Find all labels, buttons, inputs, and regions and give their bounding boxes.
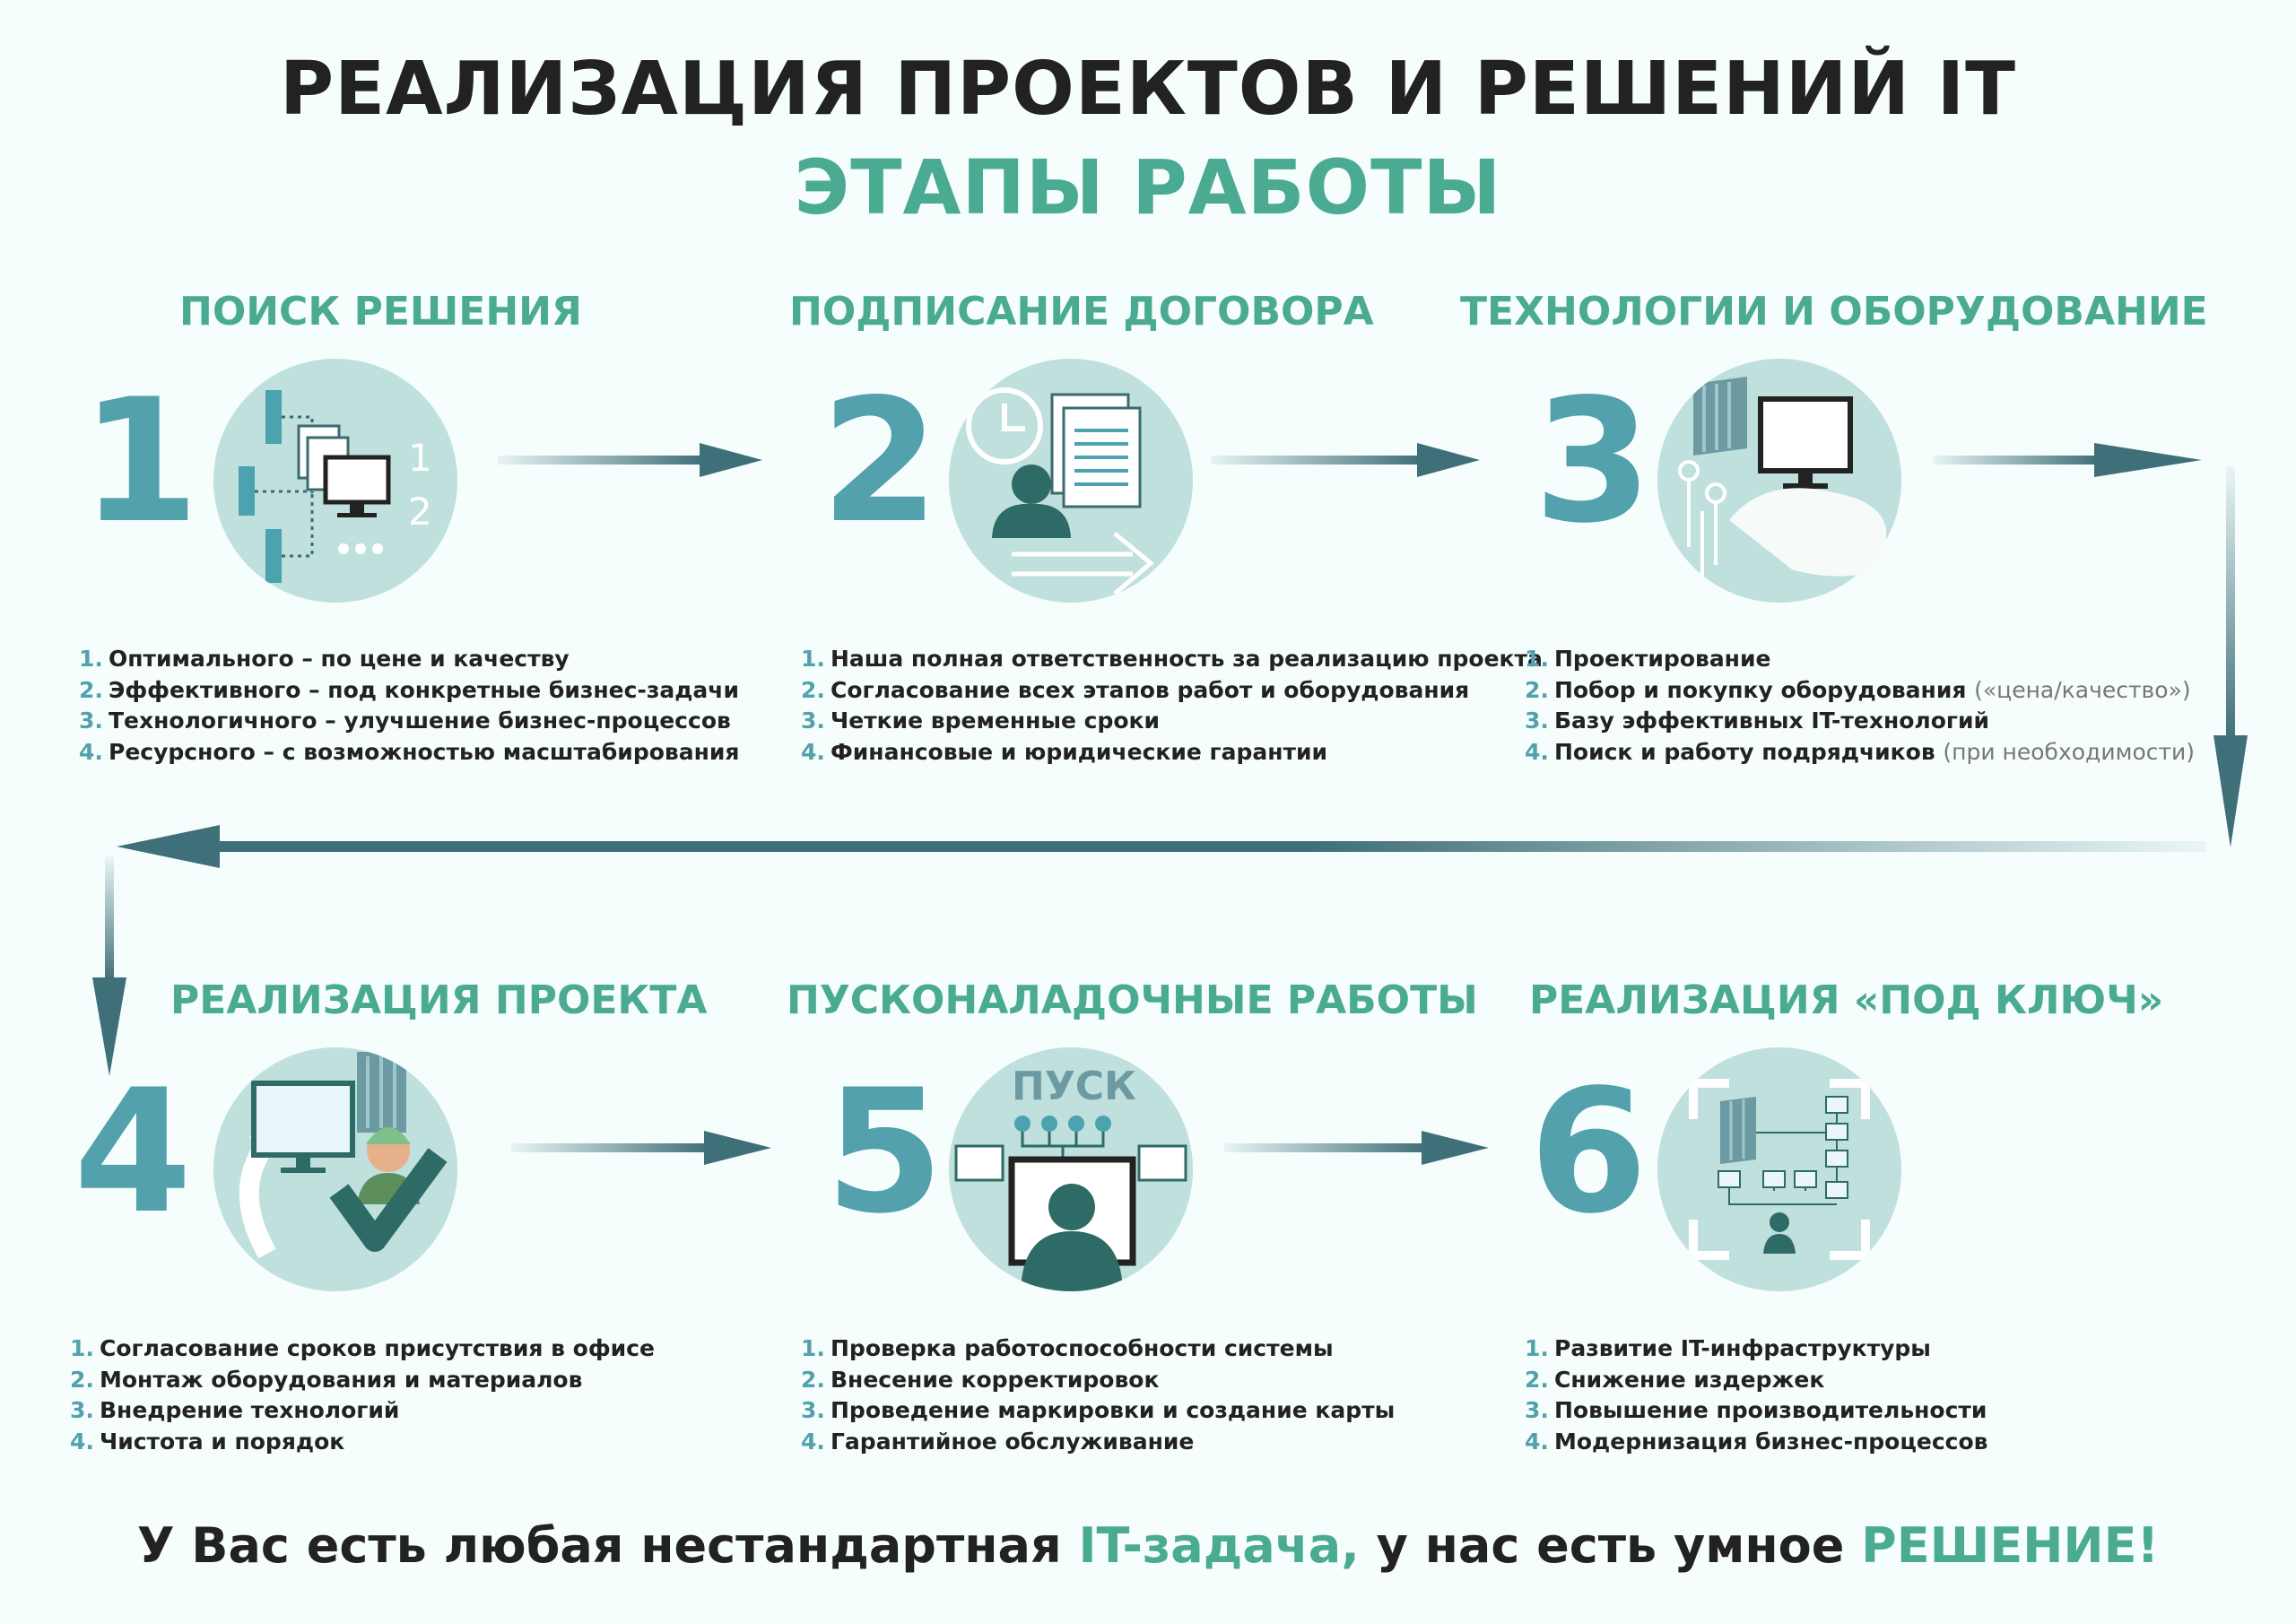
technology-equipment-icon (1657, 359, 1901, 603)
list-item: 4.Поиск и работу подрядчиков (при необхо… (1525, 738, 2196, 765)
arrow-down-left (92, 856, 126, 1076)
svg-text:2: 2 (408, 490, 432, 534)
commissioning-icon: ПУСК (949, 1047, 1193, 1291)
stage-5-list: 1.Проверка работоспособности системы 2.В… (801, 1333, 1395, 1457)
stage-2-number: 2 (821, 362, 940, 560)
list-item: 2.Монтаж оборудования и материалов (70, 1366, 583, 1393)
stage-6-title: РЕАЛИЗАЦИЯ «ПОД КЛЮЧ» (1529, 977, 2164, 1023)
stage-3-list: 1.Проектирование 2.Побор и покупку обору… (1525, 644, 2195, 768)
turnkey-icon (1657, 1047, 1901, 1291)
arrow-2-3 (1211, 443, 1480, 477)
list-item: 1.Проверка работоспособности системы (801, 1335, 1334, 1361)
list-item: 3.Технологичного – улучшение бизнес-проц… (79, 708, 731, 734)
stage-4-title: РЕАЛИЗАЦИЯ ПРОЕКТА (170, 977, 708, 1023)
stage-3-number: 3 (1534, 362, 1653, 560)
list-item: 4.Ресурсного – с возможностью масштабиро… (79, 738, 740, 765)
slogan: У Вас есть любая нестандартная IT-задача… (136, 1517, 2160, 1574)
list-item: 2.Побор и покупку оборудования («цена/ка… (1525, 676, 2191, 703)
stage-2-list: 1.Наша полная ответственность за реализа… (801, 644, 1543, 768)
arrow-5-6 (1224, 1131, 1489, 1165)
stage-5-title: ПУСКОНАЛАДОЧНЫЕ РАБОТЫ (787, 977, 1478, 1023)
stage-3-title: ТЕХНОЛОГИИ И ОБОРУДОВАНИЕ (1460, 289, 2208, 334)
list-item: 3.Четкие временные сроки (801, 708, 1161, 734)
commissioning-label: ПУСК (1012, 1064, 1136, 1109)
list-item: 4.Финансовые и юридические гарантии (801, 738, 1328, 765)
page-subtitle: ЭТАПЫ РАБОТЫ (794, 143, 1502, 231)
list-item: 2.Эффективного – под конкретные бизнес-з… (79, 676, 739, 703)
arrow-long-left (117, 825, 2206, 868)
list-item: 1.Согласование сроков присутствия в офис… (70, 1335, 655, 1361)
stage-1-number: 1 (81, 362, 200, 560)
list-item: 3.Базу эффективных IT-технологий (1525, 708, 1989, 734)
stage-6-list: 1.Развитие IT-инфраструктуры 2.Снижение … (1525, 1333, 1987, 1457)
search-solution-icon: 1 2 (213, 359, 457, 603)
list-item: 2.Согласование всех этапов работ и обору… (801, 676, 1470, 703)
stage-6-number: 6 (1529, 1053, 1648, 1251)
list-item: 1.Оптимального – по цене и качеству (79, 646, 570, 672)
stage-4-number: 4 (74, 1053, 193, 1251)
arrow-1-2 (498, 443, 762, 477)
arrow-down-right (2213, 466, 2248, 847)
list-item: 3.Внедрение технологий (70, 1397, 400, 1424)
stage-1-list: 1.Оптимального – по цене и качеству 2.Эф… (79, 644, 739, 768)
list-item: 3.Повышение производительности (1525, 1397, 1987, 1424)
arrow-3-right (1933, 443, 2202, 477)
list-item: 4.Модернизация бизнес-процессов (1525, 1428, 1988, 1455)
list-item: 1.Проектирование (1525, 646, 1771, 672)
stage-4-list: 1.Согласование сроков присутствия в офис… (70, 1333, 655, 1457)
project-implementation-icon (213, 1047, 457, 1291)
stage-2-title: ПОДПИСАНИЕ ДОГОВОРА (789, 289, 1374, 334)
page-title: РЕАЛИЗАЦИЯ ПРОЕКТОВ И РЕШЕНИЙ IT (279, 47, 2017, 132)
contract-icon (949, 359, 1193, 603)
list-item: 4.Чистота и порядок (70, 1428, 345, 1455)
stage-5-number: 5 (825, 1053, 944, 1251)
stage-1-title: ПОИСК РЕШЕНИЯ (179, 289, 582, 334)
list-item: 1.Развитие IT-инфраструктуры (1525, 1335, 1931, 1361)
svg-text:1: 1 (408, 436, 432, 480)
list-item: 2.Снижение издержек (1525, 1366, 1825, 1393)
list-item: 3.Проведение маркировки и создание карты (801, 1397, 1396, 1424)
arrow-4-5 (511, 1131, 771, 1165)
list-item: 1.Наша полная ответственность за реализа… (801, 646, 1543, 672)
list-item: 2.Внесение корректировок (801, 1366, 1160, 1393)
list-item: 4.Гарантийное обслуживание (801, 1428, 1195, 1455)
